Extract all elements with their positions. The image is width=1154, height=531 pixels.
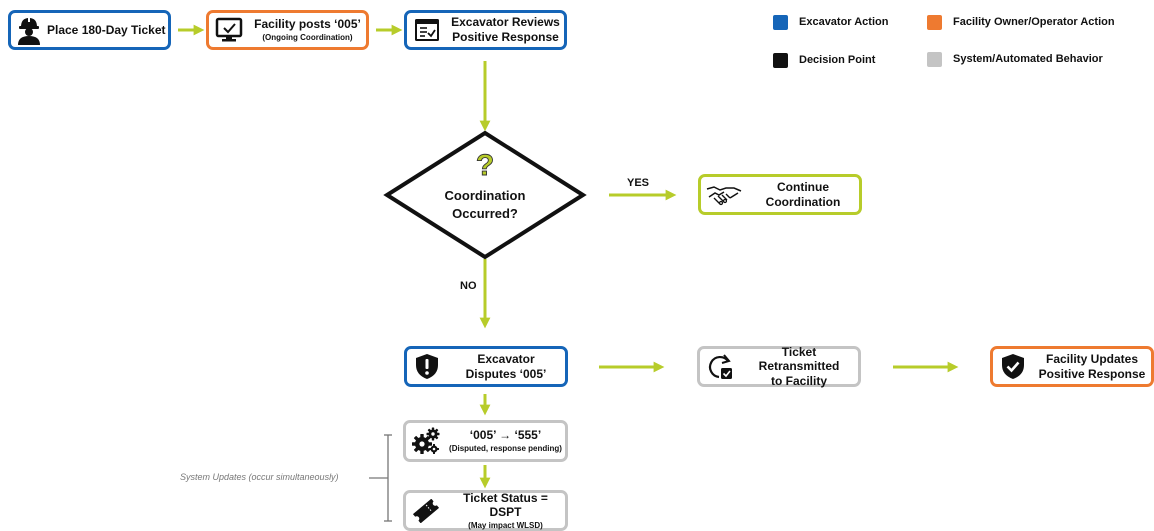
checklist-window-icon [407, 18, 447, 42]
ticket-retransmitted-node: Ticket Retransmitted to Facility [697, 345, 861, 389]
legend-label-excavator: Excavator Action [799, 16, 889, 28]
shield-alert-icon [407, 353, 447, 380]
handshake-icon [701, 184, 747, 206]
yes-label: YES [627, 177, 650, 189]
decision-text: Coordination Occurred? [425, 187, 545, 222]
question-icon: ? [475, 150, 494, 182]
legend-swatch-system [927, 52, 942, 67]
continue-coordination-node: Continue Coordination [698, 174, 862, 215]
facility-updates-line1: Facility Updates [1045, 351, 1139, 366]
legend-label-facility: Facility Owner/Operator Action [953, 16, 1115, 28]
legend-swatch-facility [927, 15, 942, 30]
facility-updates-node: Facility Updates Positive Response [990, 346, 1154, 387]
legend-label-decision: Decision Point [799, 54, 876, 66]
continue-line1: Continue [777, 179, 829, 194]
shield-check-icon [993, 353, 1033, 380]
refresh-check-icon [700, 353, 740, 381]
ticket-status-title: Ticket Status = DSPT [463, 490, 548, 520]
legend-swatch-excavator [773, 15, 788, 30]
disputes-line2: Disputes ‘005’ [465, 366, 547, 381]
excavator-reviews-text: Excavator Reviews Positive Response [447, 15, 564, 44]
facility-posts-text: Facility posts ‘005’ (Ongoing Coordinati… [249, 17, 366, 42]
retransmitted-line2: to Facility [770, 373, 827, 388]
decision-diamond [383, 130, 587, 260]
place-ticket-text: Place 180-Day Ticket [47, 23, 168, 38]
monitor-check-icon [209, 17, 249, 43]
retransmitted-line1: Ticket Retransmitted [758, 344, 840, 374]
ticket-status-subtitle: (May impact WLSD) [468, 520, 543, 530]
place-ticket-title: Place 180-Day Ticket [47, 22, 166, 37]
ticket-status-text: Ticket Status = DSPT (May impact WLSD) [446, 491, 565, 531]
no-label: NO [460, 280, 477, 292]
continue-text: Continue Coordination [747, 180, 859, 209]
excavator-disputes-node: Excavator Disputes ‘005’ [404, 346, 568, 387]
worker-icon [11, 15, 47, 45]
excavator-reviews-line1: Excavator Reviews [451, 15, 560, 30]
disputes-text: Excavator Disputes ‘005’ [447, 352, 565, 381]
retransmitted-text: Ticket Retransmitted to Facility [740, 345, 858, 389]
code-change-node: ‘005’ → ‘555’ (Disputed, response pendin… [403, 420, 568, 462]
legend-label-system: System/Automated Behavior [953, 53, 1103, 65]
facility-updates-text: Facility Updates Positive Response [1033, 352, 1151, 381]
excavator-reviews-node: Excavator Reviews Positive Response [404, 10, 567, 50]
facility-updates-line2: Positive Response [1038, 366, 1146, 381]
facility-posts-title: Facility posts ‘005’ [254, 17, 361, 32]
gears-icon [406, 427, 446, 455]
decision-line1: Coordination [444, 188, 526, 203]
place-ticket-node: Place 180-Day Ticket [8, 10, 171, 50]
system-bracket [369, 434, 392, 522]
svg-text:?: ? [476, 150, 494, 182]
legend-swatch-decision [773, 53, 788, 68]
disputes-line1: Excavator [477, 351, 535, 366]
excavator-reviews-line2: Positive Response [452, 30, 559, 44]
facility-posts-subtitle: (Ongoing Coordination) [262, 32, 353, 42]
code-change-text: ‘005’ → ‘555’ (Disputed, response pendin… [446, 428, 565, 453]
code-change-title: ‘005’ → ‘555’ [469, 428, 542, 443]
decision-line2: Occurred? [452, 205, 518, 221]
code-change-subtitle: (Disputed, response pending) [449, 443, 562, 453]
continue-line2: Coordination [765, 194, 841, 209]
ticket-status-node: Ticket Status = DSPT (May impact WLSD) [403, 490, 568, 531]
system-updates-note: System Updates (occur simultaneously) [180, 472, 339, 482]
ticket-icon [406, 498, 446, 523]
facility-posts-node: Facility posts ‘005’ (Ongoing Coordinati… [206, 10, 369, 50]
